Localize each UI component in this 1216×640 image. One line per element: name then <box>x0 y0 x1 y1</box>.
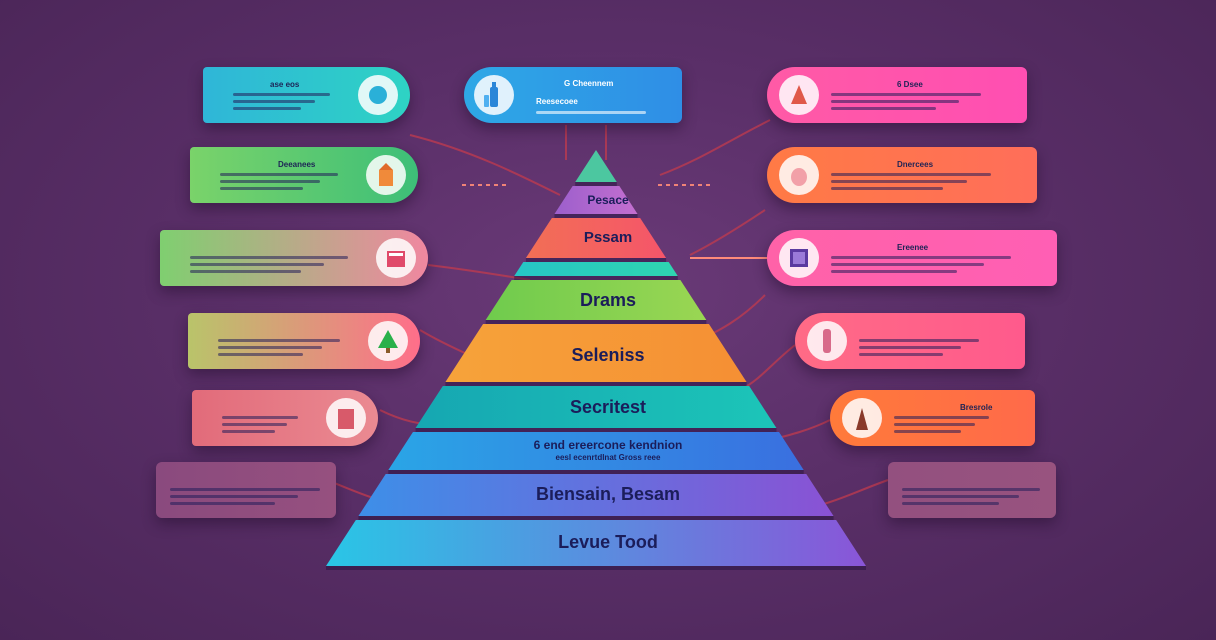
card-text-lines <box>859 339 979 356</box>
bottle-icon <box>474 75 514 115</box>
card-text-lines <box>831 256 1011 273</box>
card-title: Ereenee <box>897 243 929 252</box>
pyramid-level <box>388 432 804 470</box>
info-card-left[interactable] <box>160 230 428 286</box>
pyramid-level-label: Secritest <box>569 397 647 417</box>
info-card-left[interactable]: Deeanees <box>190 147 418 203</box>
pyramid-level <box>514 262 678 276</box>
pyramid-level-shadow <box>525 258 667 262</box>
building-icon <box>326 398 366 438</box>
pyramid-level-shadow <box>445 382 747 386</box>
info-card-right[interactable]: 6 Dsee <box>767 67 1027 123</box>
card-subtitle: Reesecoee <box>536 97 578 106</box>
connector-line <box>427 264 531 281</box>
pyramid-level-shadow <box>415 428 777 432</box>
pyramid-level <box>575 150 617 182</box>
pyramid-level <box>485 280 707 320</box>
card-text-lines <box>220 173 338 190</box>
card-title: G Cheennem <box>564 79 614 88</box>
pyramid-level-shadow <box>575 182 617 186</box>
pyramid-level <box>415 386 777 428</box>
tube-icon <box>807 321 847 361</box>
pyramid-level <box>554 186 638 214</box>
book-icon <box>376 238 416 278</box>
pyramid-level-label: Drams <box>579 290 637 310</box>
pyramid-level <box>525 218 667 258</box>
card-text-lines <box>170 488 320 505</box>
card-title: Deeanees <box>278 160 316 169</box>
card-title: ase eos <box>270 80 300 89</box>
info-card-right[interactable] <box>888 462 1056 518</box>
circle-icon <box>358 75 398 115</box>
vase-icon <box>779 155 819 195</box>
info-card-left[interactable] <box>192 390 378 446</box>
pyramid-level-sublabel: eesl ecenrtdlnat Gross reee <box>555 453 661 462</box>
card-text-lines <box>894 416 989 433</box>
pyramid-level <box>445 324 747 382</box>
info-card-right[interactable]: Ereenee <box>767 230 1057 286</box>
frame-icon <box>779 238 819 278</box>
info-card-left[interactable] <box>188 313 420 369</box>
connector-line <box>819 479 889 506</box>
pyramid-level-label: Pesace <box>587 193 629 207</box>
dotted-arrow <box>658 184 710 186</box>
card-text-lines <box>831 93 981 110</box>
card-title: 6 Dsee <box>897 80 923 89</box>
card-title: Bresrole <box>960 403 993 412</box>
pyramid-level-label: Biensain, Besam <box>535 484 681 504</box>
bell-icon <box>779 75 819 115</box>
info-card-left[interactable] <box>156 462 336 518</box>
pyramid-level-label: Seleniss <box>571 345 645 365</box>
pyramid-level <box>326 520 866 566</box>
card-title: Dnercees <box>897 160 934 169</box>
info-card-right[interactable]: Dnercees <box>767 147 1037 203</box>
pyramid-level-label: Levue Tood <box>558 532 658 552</box>
connector-line <box>409 134 561 196</box>
connector-line <box>659 119 771 176</box>
pyramid-level-shadow <box>485 320 707 324</box>
pyramid-level-label: 6 end ereercone kendnion <box>533 438 683 452</box>
card-text-lines <box>233 93 330 110</box>
info-card-left[interactable]: ase eos <box>203 67 410 123</box>
info-card-right[interactable] <box>795 313 1025 369</box>
card-text-lines <box>218 339 340 356</box>
dotted-arrow <box>462 184 510 186</box>
tower-icon <box>366 155 406 195</box>
card-text-lines <box>831 173 991 190</box>
pyramid-level-label: Pssam <box>583 229 633 246</box>
pyramid-level-shadow <box>514 276 678 280</box>
pyramid-level-shadow <box>358 516 834 520</box>
info-card-top[interactable]: G Cheennem Reesecoee <box>464 67 682 123</box>
tree-icon <box>368 321 408 361</box>
pyramid-level-shadow <box>326 566 866 570</box>
figure-icon <box>842 398 882 438</box>
connector-line <box>689 209 766 256</box>
pyramid-level-shadow <box>554 214 638 218</box>
pyramid-level <box>358 474 834 516</box>
card-text-lines <box>902 488 1040 505</box>
info-card-right[interactable]: Bresrole <box>830 390 1035 446</box>
pyramid-level-shadow <box>388 470 804 474</box>
card-text-lines <box>190 256 348 273</box>
card-text-lines <box>222 416 298 433</box>
